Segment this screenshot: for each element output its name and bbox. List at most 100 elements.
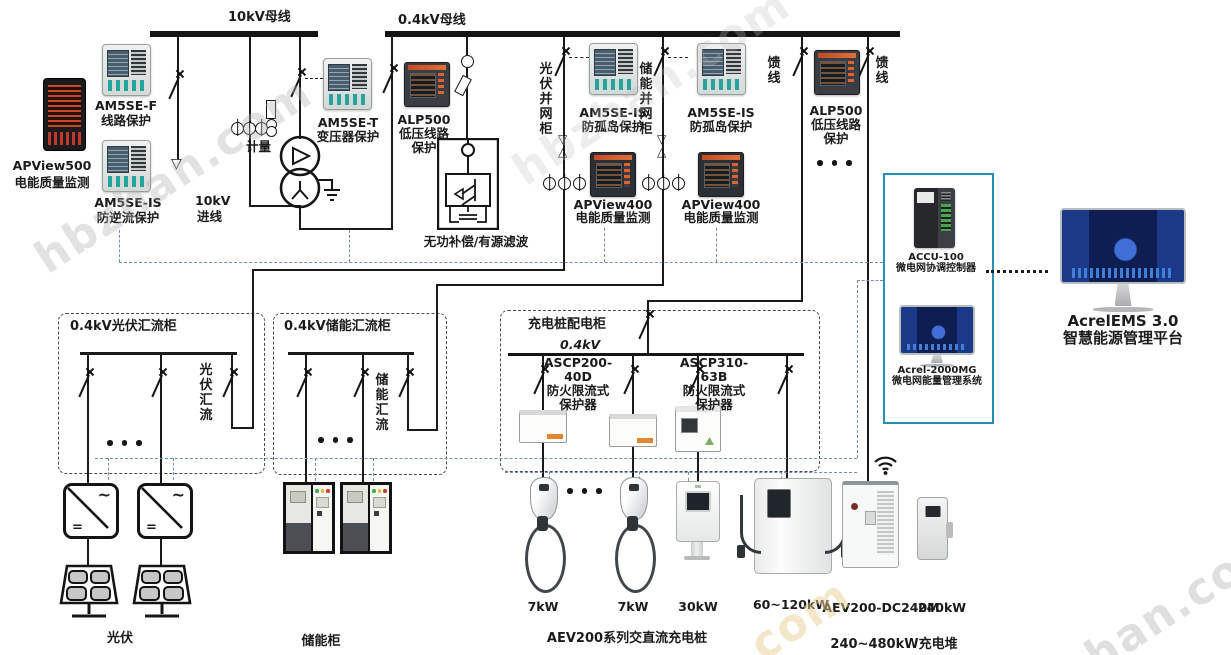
wire bbox=[407, 429, 438, 431]
acrelems-monitor bbox=[1060, 208, 1186, 312]
relay-link-dash bbox=[668, 57, 688, 58]
ess-cabinet-icon bbox=[340, 482, 392, 554]
ascp200-l1: ASCP200- bbox=[543, 355, 613, 370]
am5se-is-pv-desc: 防孤岛保护 bbox=[581, 119, 645, 134]
am5se-is-pv-device bbox=[589, 43, 638, 95]
apview500-device bbox=[43, 78, 86, 151]
ascp310-l2: 63B bbox=[700, 369, 728, 384]
apview400-pv-device bbox=[590, 152, 636, 197]
wire bbox=[249, 205, 301, 207]
stack-label: 240~480kW充电堆 bbox=[830, 637, 958, 652]
power-60-120kw: 60~120kW bbox=[752, 597, 830, 612]
comm-bus-chargers bbox=[505, 472, 857, 473]
alp500-feeder-device bbox=[814, 50, 860, 95]
pv-inverter-icon: ~= bbox=[63, 483, 119, 539]
alp500-feeder-desc1: 低压线路 bbox=[810, 117, 862, 132]
pv-bottom-label: 光伏 bbox=[106, 631, 134, 646]
charger-plug-icon bbox=[627, 516, 638, 531]
am5se-t-desc: 变压器保护 bbox=[316, 129, 380, 144]
dc240-model: AEV200-DC240M bbox=[822, 600, 940, 615]
comm-bus-lower bbox=[95, 458, 857, 459]
platform-model: AcrelEMS 3.0 bbox=[1067, 312, 1179, 330]
wire bbox=[786, 355, 788, 479]
ct-icon bbox=[642, 177, 655, 190]
wire bbox=[647, 300, 803, 302]
breaker-lv-main bbox=[382, 63, 400, 98]
hv-bus-label: 10kV母线 bbox=[228, 10, 291, 25]
solar-panel-icon bbox=[131, 564, 193, 626]
hv-bus-bar bbox=[150, 31, 318, 37]
comm-line bbox=[349, 230, 350, 262]
lv-bus-bar bbox=[385, 31, 900, 37]
ac-chargers-label: AEV200系列交直流充电桩 bbox=[546, 631, 708, 646]
charger-cabinet-voltage: 0.4kV bbox=[560, 337, 601, 352]
ess-bottom-label: 储能柜 bbox=[301, 634, 341, 649]
breaker-chg-2 bbox=[623, 364, 641, 399]
dc-fast-charger-icon bbox=[737, 478, 849, 574]
comm-bus bbox=[119, 262, 883, 263]
am5se-f-desc: 线路保护 bbox=[100, 113, 152, 128]
filter-label: 无功补偿/有源滤波 bbox=[423, 234, 529, 249]
wallbox-charger-icon bbox=[620, 477, 648, 520]
pv-inverter-icon: ~= bbox=[137, 483, 193, 539]
charger-cabinet-title: 充电桩配电柜 bbox=[528, 317, 607, 332]
incoming-label-2: 进线 bbox=[197, 209, 223, 224]
ascp200-l3: 防火限流式 bbox=[546, 383, 610, 398]
breaker-incoming bbox=[168, 69, 186, 104]
am5se-f-model: AM5SE-F bbox=[94, 98, 158, 113]
am5se-t-model: AM5SE-T bbox=[317, 115, 379, 130]
power-30kw: 30kW bbox=[678, 599, 718, 614]
pedestal-charger-icon bbox=[676, 481, 720, 542]
wire bbox=[436, 284, 664, 286]
active-filter-icon bbox=[436, 137, 500, 234]
comm-drop bbox=[108, 458, 109, 480]
power-7kw-a: 7kW bbox=[527, 599, 559, 614]
relay-link-dash bbox=[305, 78, 323, 79]
breaker-ess-2 bbox=[353, 367, 371, 402]
lv-bus-label: 0.4kV母线 bbox=[398, 13, 466, 28]
feeder-left-label: 馈线 bbox=[767, 56, 781, 86]
comm-drop bbox=[373, 458, 374, 481]
wallbox-charger-icon bbox=[530, 477, 558, 520]
charger-cabinet-box bbox=[500, 310, 820, 472]
ellipsis-chargers bbox=[567, 488, 602, 494]
wire bbox=[801, 37, 803, 302]
wire bbox=[563, 37, 565, 271]
comm-line bbox=[119, 230, 120, 262]
charger-pole bbox=[691, 540, 703, 556]
breaker-chg-4 bbox=[777, 364, 795, 399]
ascp200-l2: 40D bbox=[564, 369, 592, 384]
ct-icon bbox=[657, 177, 670, 190]
alp500-feeder-desc2: 保护 bbox=[823, 131, 849, 146]
charger-base bbox=[684, 556, 710, 560]
ess-combiner-vertical-label: 储能汇流 bbox=[375, 373, 389, 433]
wire bbox=[299, 228, 393, 230]
apview400-ess-desc: 电能质量监测 bbox=[683, 210, 759, 225]
ellipsis-feeders bbox=[817, 160, 852, 166]
am5se-is-ess-desc: 防孤岛保护 bbox=[689, 119, 753, 134]
wire bbox=[80, 352, 237, 355]
apview400-ess-model: APView400 bbox=[681, 197, 761, 212]
wire bbox=[252, 269, 565, 271]
platform-desc: 智慧能源管理平台 bbox=[1062, 329, 1184, 347]
solar-panel-icon bbox=[58, 564, 120, 626]
wire bbox=[87, 533, 89, 566]
apview400-ess-device bbox=[698, 152, 744, 197]
comm-line bbox=[857, 280, 883, 281]
apview500-desc: 电能质量监测 bbox=[14, 175, 90, 190]
power-7kw-b: 7kW bbox=[617, 599, 649, 614]
ascp310-l1: ASCP310- bbox=[679, 355, 749, 370]
metering-label: 计量 bbox=[246, 139, 272, 154]
wire bbox=[231, 427, 254, 429]
ascp200-device bbox=[519, 410, 567, 443]
energy-meter-icon bbox=[266, 119, 277, 137]
am5se-is-model: AM5SE-IS bbox=[94, 195, 162, 210]
wire bbox=[160, 533, 162, 566]
am5se-f-device bbox=[102, 44, 151, 96]
wire bbox=[288, 352, 414, 355]
wifi-icon bbox=[872, 453, 899, 480]
comm-drop bbox=[549, 472, 550, 479]
arrow-up-icon: △ bbox=[558, 145, 568, 159]
feeder-right-label: 馈线 bbox=[875, 56, 889, 86]
charger-plug-icon bbox=[537, 516, 548, 531]
